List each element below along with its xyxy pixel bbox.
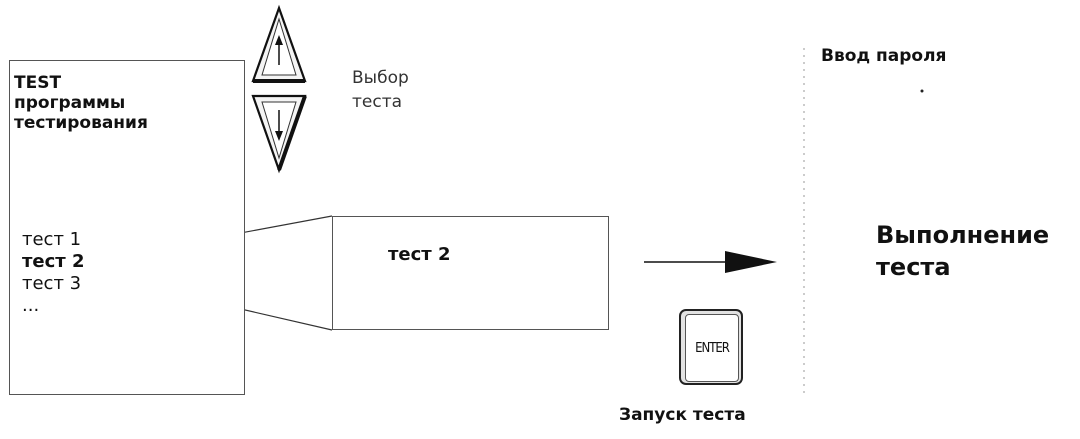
test-execution-label: Выполнение теста [876, 219, 1049, 283]
arrow-right-head [725, 251, 777, 273]
menu-title-line-2: программы [14, 93, 126, 113]
arrow-down-key-icon[interactable] [249, 92, 309, 174]
test-list: тест 1 тест 2 тест 3 ... [22, 229, 85, 317]
test-menu-panel: TEST программы тестирования тест 1 тест … [9, 60, 245, 395]
menu-title-line-3: тестирования [14, 113, 148, 133]
test-execution-label-line-1: Выполнение [876, 221, 1050, 249]
select-test-label-line-1: Выбор [352, 68, 409, 88]
select-test-label-line-2: теста [352, 92, 403, 112]
selected-test-label: тест 2 [388, 244, 451, 265]
password-entry-label: Ввод пароля [821, 46, 947, 66]
test-list-item[interactable]: тест 3 [22, 273, 82, 294]
test-list-more: ... [22, 295, 40, 316]
select-test-label: Выбор теста [352, 66, 409, 114]
selected-test-display: тест 2 [332, 216, 609, 330]
dot-mark [920, 89, 924, 93]
menu-title-line-1: TEST [14, 73, 62, 93]
launch-test-label: Запуск теста [619, 405, 746, 425]
enter-key-button[interactable]: ENTER [679, 309, 743, 385]
enter-key-label: ENTER [695, 340, 730, 356]
test-list-item[interactable]: тест 1 [22, 229, 82, 250]
enter-key-face: ENTER [685, 314, 739, 382]
test-list-item-selected[interactable]: тест 2 [22, 251, 85, 272]
arrow-up-key-icon[interactable] [249, 3, 309, 85]
menu-title: TEST программы тестирования [14, 73, 148, 133]
test-execution-label-line-2: теста [876, 253, 951, 281]
